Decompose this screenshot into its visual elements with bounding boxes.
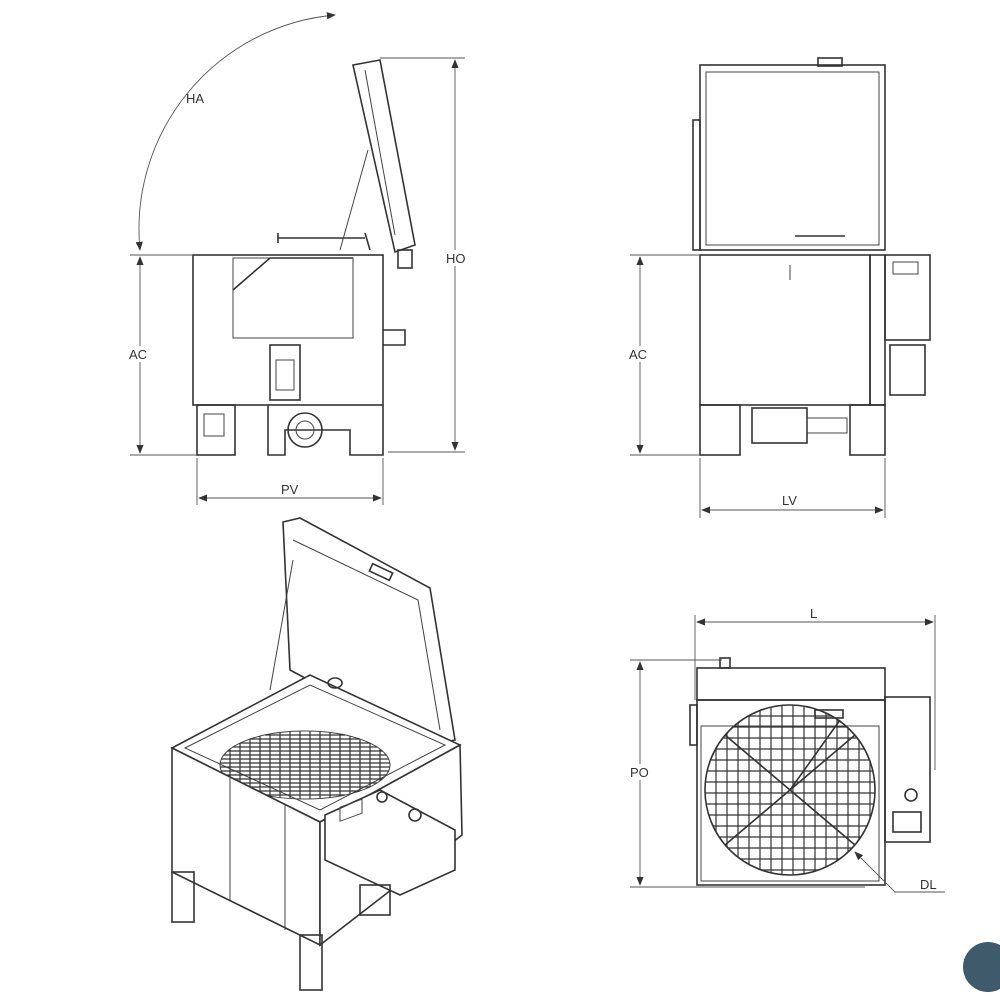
label-l: L [810,606,817,621]
corner-badge[interactable] [963,942,1000,992]
label-dl: DL [920,877,937,892]
front-view: AC LV [628,57,931,518]
isometric-view [170,517,463,991]
label-po: PO [630,765,649,780]
dl-leader [854,851,945,893]
front-view-machine [692,57,931,456]
top-view: L PO DL [628,606,945,893]
side-view: HA HO AC PV [128,12,469,505]
basket-grid [220,731,390,799]
label-ho: HO [446,251,466,266]
label-pv: PV [281,482,299,497]
label-ac-front: AC [629,347,647,362]
ha-arc [135,12,336,251]
label-ha: HA [186,91,204,106]
top-view-machine [689,657,931,886]
label-ac-side: AC [129,347,147,362]
label-lv: LV [782,493,797,508]
side-view-machine [192,59,416,456]
